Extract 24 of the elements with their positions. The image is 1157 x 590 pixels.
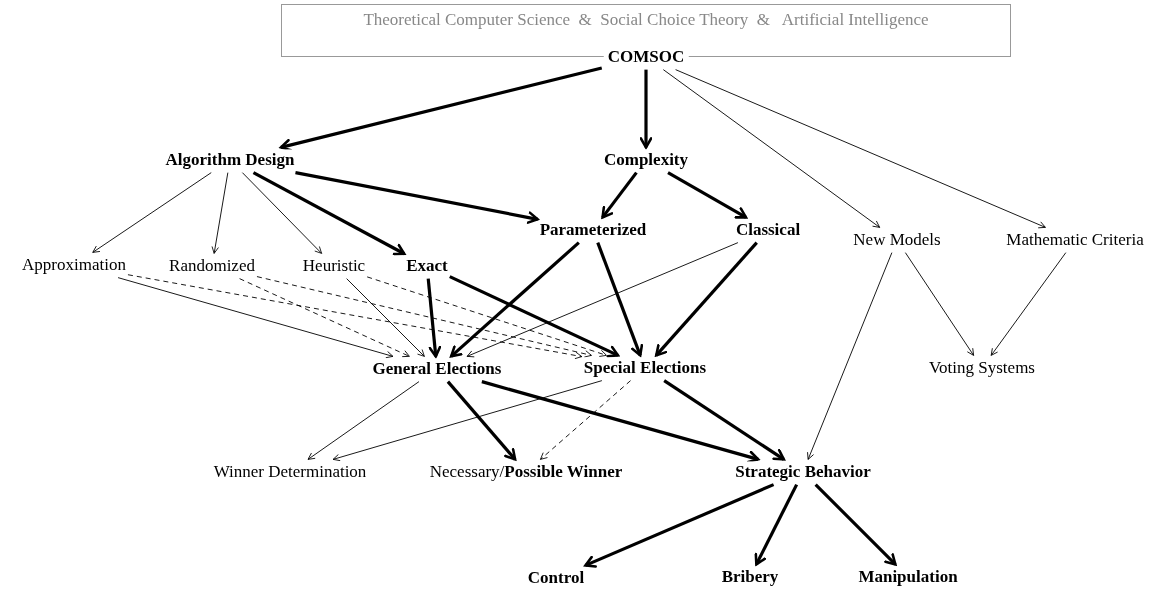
node-label: Necessary/Possible Winner <box>429 461 623 483</box>
arrow <box>814 483 897 566</box>
arrow <box>252 171 406 256</box>
arrow <box>481 380 760 464</box>
arrow <box>584 483 775 568</box>
arrow <box>639 69 653 149</box>
node-label: Special Elections <box>583 357 707 379</box>
arrow <box>449 241 580 358</box>
arrow <box>663 379 786 461</box>
node-label: Bribery <box>721 566 779 588</box>
node-label: Strategic Behavior <box>735 461 871 483</box>
arrow <box>667 171 748 219</box>
arrow <box>426 278 442 358</box>
arrow <box>601 171 638 219</box>
arrow <box>279 66 603 152</box>
node-label: Complexity <box>604 149 688 171</box>
arrow <box>446 380 517 461</box>
arrow <box>295 171 539 224</box>
arrow <box>596 242 644 357</box>
arrow <box>754 483 799 566</box>
node-label: Algorithm Design <box>165 149 295 171</box>
node-label: Manipulation <box>858 566 958 588</box>
arrow <box>654 241 758 357</box>
arrow <box>449 275 620 358</box>
